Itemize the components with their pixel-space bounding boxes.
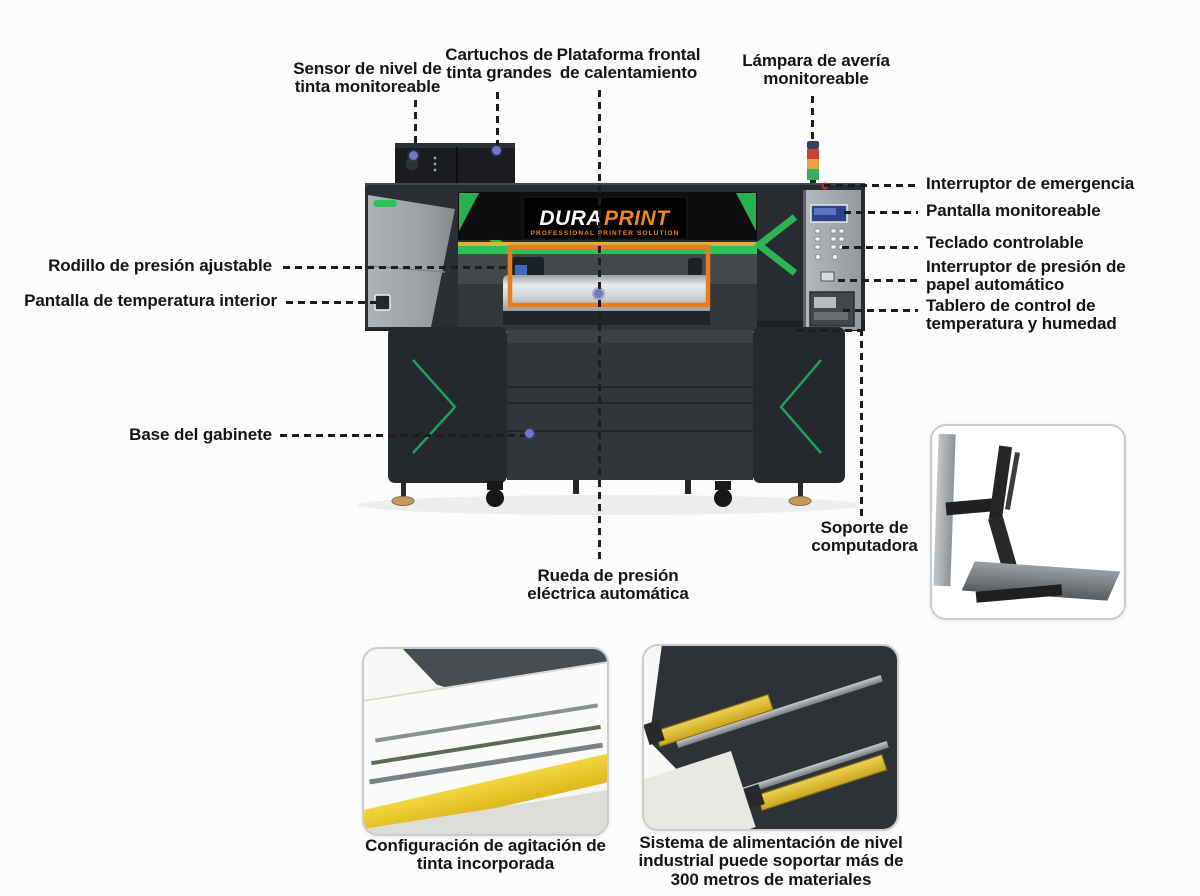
label-plataforma: Plataforma frontal de calentamiento xyxy=(556,45,701,83)
printer-upper-body: DURA PRINT PROFESSIONAL PRINTER SOLUTION xyxy=(365,182,865,331)
leader-pantalla-monitoreable xyxy=(844,211,918,214)
dot-plataforma xyxy=(594,289,603,298)
leader-teclado xyxy=(842,246,918,249)
label-sensor-tinta: Sensor de nivel de tinta monitoreable xyxy=(293,59,442,97)
keypad xyxy=(814,228,845,260)
leader-sensor xyxy=(414,100,417,148)
control-panel xyxy=(803,182,861,330)
brand-name-right: PRINT xyxy=(604,207,671,230)
paper-pressure-switch xyxy=(820,271,835,282)
brand-name-left: DURA xyxy=(539,207,602,230)
label-presion-papel: Interruptor de presión de papel automáti… xyxy=(926,257,1126,295)
label-pantalla-temperatura: Pantalla de temperatura interior xyxy=(24,291,277,310)
caption-alimentacion: Sistema de alimentación de nivel industr… xyxy=(638,833,904,889)
leader-soporte-v xyxy=(860,329,863,518)
label-rueda: Rueda de presión eléctrica automática xyxy=(527,566,689,604)
dot-sensor xyxy=(409,151,418,160)
label-tablero: Tablero de control de temperatura y hume… xyxy=(926,296,1117,334)
right-green-chevron xyxy=(753,214,798,276)
platen-highlight-box xyxy=(507,244,711,308)
leader-emergencia xyxy=(824,184,918,187)
dot-cartuchos xyxy=(492,146,501,155)
caption-agitacion: Configuración de agitación de tinta inco… xyxy=(365,836,606,874)
label-lampara: Lámpara de avería monitoreable xyxy=(742,51,890,89)
green-badge xyxy=(373,200,397,207)
dot-base xyxy=(525,429,534,438)
cabinet-base xyxy=(388,327,845,507)
feeding-system-image xyxy=(642,644,899,831)
feet-and-casters xyxy=(391,480,812,507)
computer-stand-image xyxy=(930,424,1126,620)
ink-agitation-image xyxy=(362,647,609,836)
floor-shadow xyxy=(358,495,862,515)
leader-cartuchos xyxy=(496,92,499,146)
label-emergencia: Interruptor de emergencia xyxy=(926,174,1135,193)
label-soporte: Soporte de computadora xyxy=(811,518,918,556)
leader-pantalla-temperatura xyxy=(286,301,378,304)
leader-rueda xyxy=(598,300,601,562)
front-window: DURA PRINT PROFESSIONAL PRINTER SOLUTION xyxy=(458,192,757,240)
label-base-gabinete: Base del gabinete xyxy=(129,425,272,444)
label-rodillo: Rodillo de presión ajustable xyxy=(48,256,272,275)
label-cartuchos: Cartuchos de tinta grandes xyxy=(445,45,553,83)
label-pantalla-monitoreable: Pantalla monitoreable xyxy=(926,201,1101,220)
leader-presion-papel xyxy=(838,279,918,282)
leader-soporte-h xyxy=(797,329,863,332)
leader-lampara xyxy=(811,96,814,140)
label-teclado: Teclado controlable xyxy=(926,233,1084,252)
leader-plataforma xyxy=(598,90,601,290)
cabinet-left-chevron xyxy=(412,359,457,454)
printer-illustration: DURA PRINT PROFESSIONAL PRINTER SOLUTION xyxy=(358,141,865,515)
leader-rodillo xyxy=(283,266,510,269)
left-end-cap xyxy=(365,189,507,329)
leader-tablero xyxy=(843,309,918,312)
cabinet-right-chevron xyxy=(779,359,822,454)
leader-base xyxy=(280,434,528,437)
brand-tagline: PROFESSIONAL PRINTER SOLUTION xyxy=(531,230,680,237)
